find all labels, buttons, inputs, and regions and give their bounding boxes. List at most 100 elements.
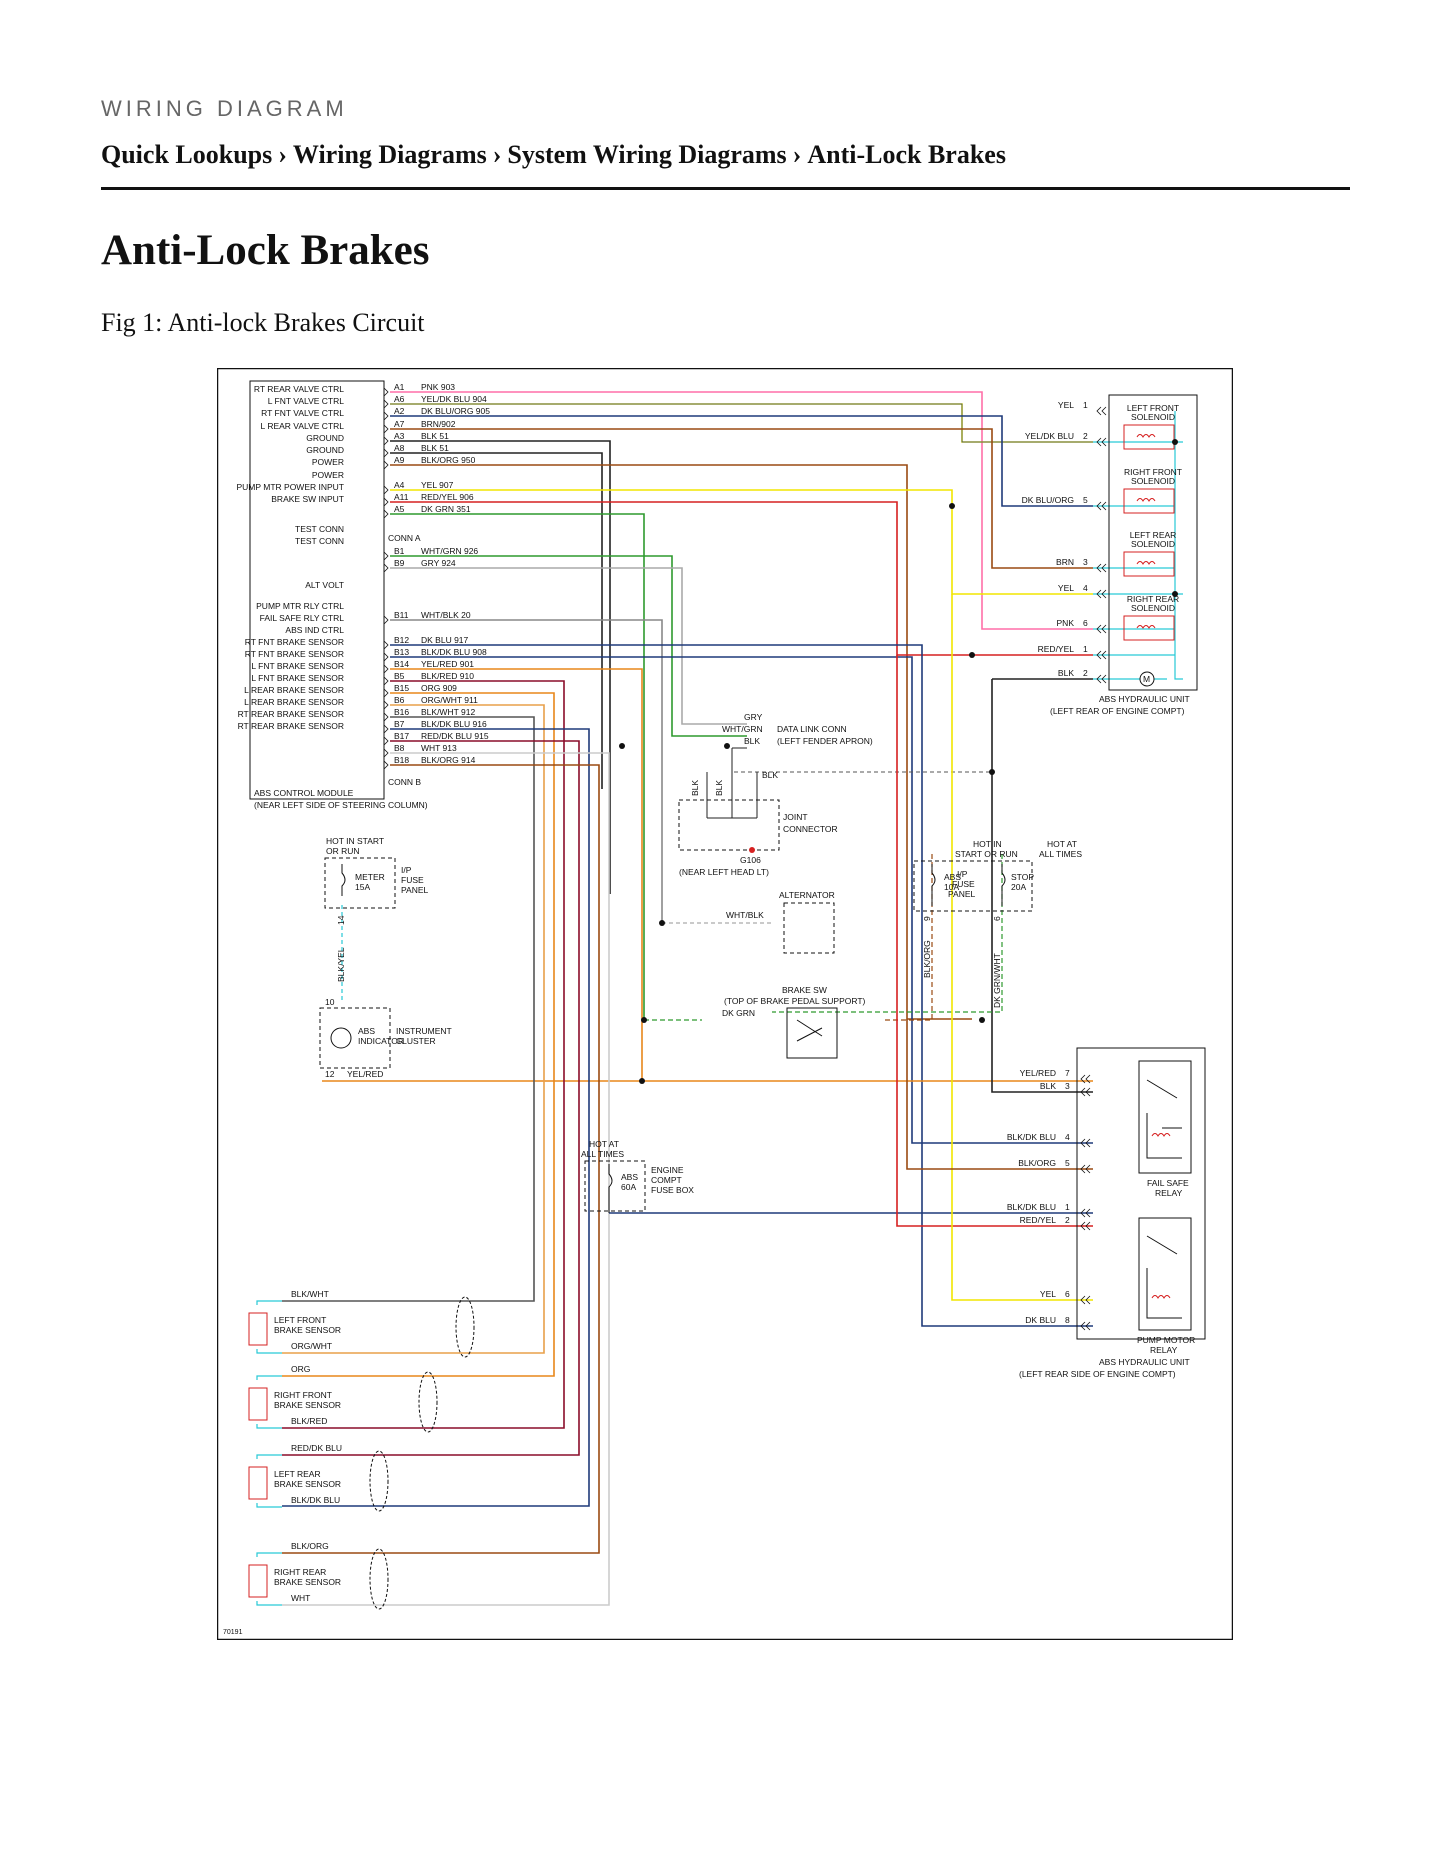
connector-chevron (383, 509, 389, 519)
connector-chevron (383, 485, 389, 495)
sensor-coil-icon (248, 1387, 268, 1421)
connector-chevron (383, 748, 389, 758)
ip-fuse-panel-meter: HOT IN START OR RUN METER 15A I/P FUSE P… (324, 836, 429, 982)
ip-pin-14: 14 (336, 915, 346, 925)
connector-chevron (1096, 650, 1107, 660)
figure-caption: Fig 1: Anti-lock Brakes Circuit (101, 308, 425, 337)
dlc-wire-gry: GRY (744, 712, 763, 722)
joint-wire-blk-1: BLK (690, 780, 700, 796)
hydraulic-terminal-num: 3 (1083, 557, 1088, 567)
module-pin-label: L REAR VALVE CTRL (261, 421, 345, 431)
wire-a9-blk-org (390, 464, 972, 1020)
dlc-location: (LEFT FENDER APRON) (777, 736, 873, 746)
solenoid-coil-icon (1136, 561, 1156, 565)
ip-hot-1: HOT IN START (326, 836, 384, 846)
ip-panel-2: FUSE (401, 875, 424, 885)
wire-a8-blk (390, 452, 603, 789)
module-pin-wire: YEL 907 (421, 480, 454, 490)
module-location: (NEAR LEFT SIDE OF STEERING COLUMN) (254, 800, 428, 810)
wire-b11-wht-blk (390, 619, 663, 923)
engine-fuse-outline (584, 1160, 646, 1212)
connector-chevron (383, 676, 389, 686)
connector-chevron (1080, 1164, 1091, 1174)
hydraulic-terminal-wire: BLK/ORG (1018, 1158, 1056, 1168)
fail-safe-relay-box (1138, 1060, 1192, 1174)
engine-box-2: COMPT (651, 1175, 682, 1185)
connector-chevron (383, 424, 389, 434)
connector-chevron (383, 700, 389, 710)
breadcrumb: Quick Lookups›Wiring Diagrams›System Wir… (101, 140, 1006, 170)
connector-chevron (1080, 1221, 1091, 1231)
connector-chevron (383, 411, 389, 421)
hydraulic-terminal-num: 4 (1083, 583, 1088, 593)
module-pin-wire: ORG 909 (421, 683, 457, 693)
module-pin-id: A2 (394, 406, 405, 416)
solenoid-label: RIGHT REAR (1127, 594, 1179, 604)
breadcrumb-system-wiring-diagrams[interactable]: System Wiring Diagrams (507, 140, 787, 169)
hydraulic-terminal-num: 6 (1065, 1289, 1070, 1299)
module-pin-wire: RED/YEL 906 (421, 492, 474, 502)
connector-chevron (383, 399, 389, 409)
sensor-wire-bottom: BLK/DK BLU (291, 1495, 340, 1505)
wire-b12-dkblu (390, 644, 1093, 1327)
hydraulic-terminal-num: 2 (1065, 1215, 1070, 1225)
module-pin-wire: BLK/RED 910 (421, 671, 474, 681)
wire-a4-yel (390, 489, 1093, 595)
hydraulic-terminal-wire: BRN (1056, 557, 1074, 567)
hydraulic-terminal-wire: YEL (1058, 583, 1074, 593)
connector-chevron (383, 664, 389, 674)
wire-b13-blk-dkblu (390, 656, 1093, 1144)
hydraulic-terminal-num: 1 (1083, 400, 1088, 410)
sensor-coil-icon (248, 1466, 268, 1500)
breadcrumb-anti-lock-brakes[interactable]: Anti-Lock Brakes (807, 140, 1006, 169)
module-pin-label: GROUND (306, 433, 344, 443)
section-kicker: WIRING DIAGRAM (101, 96, 348, 121)
module-pin-label: L FNT BRAKE SENSOR (251, 661, 344, 671)
fail-safe-label: FAIL SAFE (1147, 1178, 1189, 1188)
header-divider (101, 187, 1350, 190)
solenoid-icon (1123, 424, 1175, 450)
module-pin-wire: WHT 913 (421, 743, 457, 753)
solenoid-label-2: SOLENOID (1131, 412, 1175, 422)
hydraulic-terminal-num: 1 (1065, 1202, 1070, 1212)
page-title: Anti-Lock Brakes (101, 227, 430, 274)
joint-wire-blk-2: BLK (714, 780, 724, 796)
hydraulic-terminal-num: 5 (1065, 1158, 1070, 1168)
ip-panel-1: I/P (401, 865, 412, 875)
sensor-coil-icon (248, 1312, 268, 1346)
engine-fuse-amps: 60A (621, 1182, 636, 1192)
stop-fuse-label: STOP (1011, 872, 1034, 882)
connector-chevron (1096, 624, 1107, 634)
pump-relay-contacts (1146, 1235, 1182, 1319)
splice-dot (619, 743, 625, 749)
wire-a1-pnk (390, 391, 1093, 630)
ip-right-box (913, 860, 1033, 912)
hydraulic-terminal-wire: DK BLU (1025, 1315, 1056, 1325)
fail-safe-label-2: RELAY (1155, 1188, 1183, 1198)
breadcrumb-quick-lookups[interactable]: Quick Lookups (101, 140, 273, 169)
ip-right-pin-9: 9 (922, 916, 932, 921)
ip-right-panel-1: I/P (957, 869, 968, 879)
hydraulic-internal-wiring (1093, 411, 1183, 680)
module-pin-label: L FNT BRAKE SENSOR (251, 673, 344, 683)
hydraulic-terminal-wire: BLK/DK BLU (1007, 1202, 1056, 1212)
module-pin-id: B15 (394, 683, 409, 693)
breadcrumb-wiring-diagrams[interactable]: Wiring Diagrams (292, 140, 487, 169)
module-pin-id: B12 (394, 635, 409, 645)
module-pin-id: A4 (394, 480, 405, 490)
fail-safe-coil-icon (1151, 1133, 1171, 1137)
hydraulic-terminal-wire: RED/YEL (1038, 644, 1075, 654)
ground-g106-icon (749, 847, 755, 853)
hydraulic-terminal-num: 1 (1083, 644, 1088, 654)
module-pin-label: L FNT VALVE CTRL (268, 396, 344, 406)
hydraulic-top-location: (LEFT REAR OF ENGINE COMPT) (1050, 706, 1185, 716)
abs-fuse-amps: 10A (944, 882, 959, 892)
solenoid-label-2: SOLENOID (1131, 539, 1175, 549)
connector-chevron (383, 448, 389, 458)
brake-sw-box (786, 1007, 838, 1059)
sensor-wire-top: BLK/WHT (291, 1289, 329, 1299)
meter-fuse-label: METER (355, 872, 385, 882)
engine-box-3: FUSE BOX (651, 1185, 694, 1195)
